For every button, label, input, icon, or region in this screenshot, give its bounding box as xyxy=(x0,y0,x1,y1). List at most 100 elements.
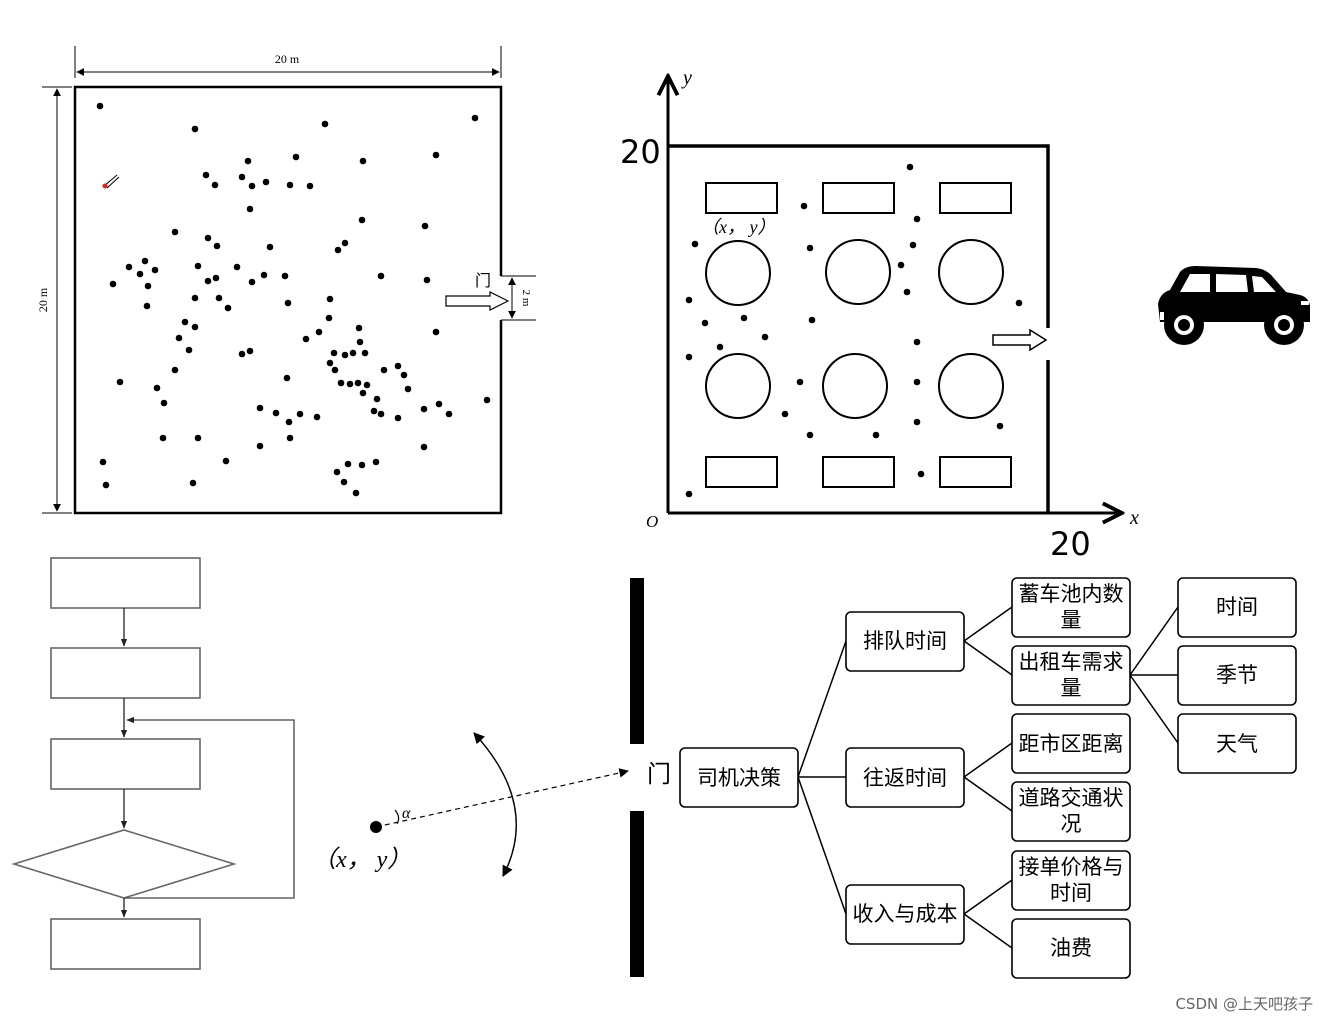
round-obstacle xyxy=(822,353,888,419)
scatter-dot xyxy=(356,338,364,346)
scatter-dot xyxy=(349,349,357,357)
room-wall xyxy=(73,85,503,515)
round-obstacle xyxy=(825,239,891,305)
scatter-dot xyxy=(913,215,921,223)
node-distance xyxy=(1011,713,1131,774)
scatter-dot xyxy=(260,271,268,279)
scatter-dot xyxy=(344,460,352,468)
round-obstacle xyxy=(705,353,771,419)
scatter-dot xyxy=(358,216,366,224)
flowchart-step-box xyxy=(50,918,201,970)
node-time-label: 时间 xyxy=(1216,595,1258,619)
round-obstacle xyxy=(938,239,1004,305)
scatter-dot xyxy=(204,277,212,285)
scatter-dot xyxy=(144,282,152,290)
point-coordinate-label: （x， y） xyxy=(701,217,775,237)
scatter-dot xyxy=(359,157,367,165)
scatter-dot xyxy=(96,102,104,110)
node-time xyxy=(1177,577,1297,638)
exit-arrow xyxy=(992,328,1048,352)
scatter-dot xyxy=(996,422,1004,430)
scatter-dot xyxy=(171,366,179,374)
node-taxi-demand-label-line2: 量 xyxy=(1061,676,1082,700)
lot-boundary xyxy=(668,144,1050,513)
scatter-dot xyxy=(116,378,124,386)
scatter-dot xyxy=(334,246,342,254)
scatter-dot xyxy=(256,404,264,412)
scatter-dot xyxy=(435,400,443,408)
scatter-dot xyxy=(159,434,167,442)
scatter-dot xyxy=(370,407,378,415)
scatter-dot xyxy=(796,378,804,386)
flowchart-step-box xyxy=(50,557,201,609)
node-driver-decision-label: 司机决策 xyxy=(697,766,781,790)
scatter-dot xyxy=(903,288,911,296)
scatter-dot xyxy=(143,302,151,310)
node-income-cost xyxy=(845,884,965,945)
watermark: CSDN @上天吧孩子 xyxy=(1175,995,1313,1013)
node-traffic xyxy=(1011,781,1131,842)
scatter-dot xyxy=(800,202,808,210)
scatter-dot xyxy=(1015,299,1023,307)
scatter-dot xyxy=(109,280,117,288)
scatter-dot xyxy=(691,240,699,248)
node-driver-decision xyxy=(679,747,799,808)
scatter-dot xyxy=(363,381,371,389)
scatter-dot xyxy=(248,182,256,190)
node-fuel-cost xyxy=(1011,918,1131,979)
scatter-dot xyxy=(194,434,202,442)
scatter-dot xyxy=(781,410,789,418)
scatter-dot xyxy=(421,222,429,230)
scatter-dot xyxy=(191,125,199,133)
scatter-dot xyxy=(337,379,345,387)
scatter-dot xyxy=(222,457,230,465)
scatter-dot xyxy=(806,244,814,252)
scatter-dot xyxy=(346,380,354,388)
scatter-dot xyxy=(315,328,323,336)
node-fare-time xyxy=(1011,850,1131,911)
scatter-dot xyxy=(340,478,348,486)
scatter-dot xyxy=(204,234,212,242)
scatter-dot xyxy=(404,385,412,393)
scatter-dot xyxy=(906,163,914,171)
node-round-trip-time xyxy=(845,747,965,808)
scatter-dot xyxy=(685,296,693,304)
scatter-dot xyxy=(244,157,252,165)
angle-label: α xyxy=(402,805,411,822)
scatter-dot xyxy=(296,410,304,418)
scatter-dot xyxy=(266,243,274,251)
scatter-dot xyxy=(238,173,246,181)
people-dots xyxy=(96,102,491,497)
scatter-dot xyxy=(445,410,453,418)
scatter-dot xyxy=(872,431,880,439)
height-dimension-label: 20 m xyxy=(36,287,50,312)
parking-space xyxy=(822,182,895,214)
node-taxi-demand xyxy=(1011,645,1131,706)
scatter-dot xyxy=(171,228,179,236)
scatter-dot xyxy=(420,405,428,413)
round-obstacle xyxy=(938,353,1004,419)
scatter-dot xyxy=(202,171,210,179)
scatter-dot xyxy=(151,266,159,274)
scatter-dot xyxy=(331,366,339,374)
scatter-dot xyxy=(740,314,748,322)
scatter-dot xyxy=(281,272,289,280)
scatter-dot xyxy=(238,350,246,358)
scatter-dot xyxy=(233,263,241,271)
scatter-dot xyxy=(246,347,254,355)
scatter-dot xyxy=(471,114,479,122)
scatter-dot xyxy=(313,413,321,421)
node-pool-count xyxy=(1011,577,1131,638)
tree-connectors xyxy=(797,606,1179,949)
scatter-dot xyxy=(286,434,294,442)
node-traffic-label-line2: 况 xyxy=(1061,812,1082,836)
scatter-dot xyxy=(272,409,280,417)
scatter-dot xyxy=(917,470,925,478)
scatter-dot xyxy=(102,481,110,489)
scatter-dot xyxy=(292,153,300,161)
scatter-dot xyxy=(913,378,921,386)
x-max-label: 20 xyxy=(1050,525,1091,563)
scatter-dot xyxy=(394,414,402,422)
door-label: 门 xyxy=(475,272,491,290)
parking-space xyxy=(822,456,895,488)
